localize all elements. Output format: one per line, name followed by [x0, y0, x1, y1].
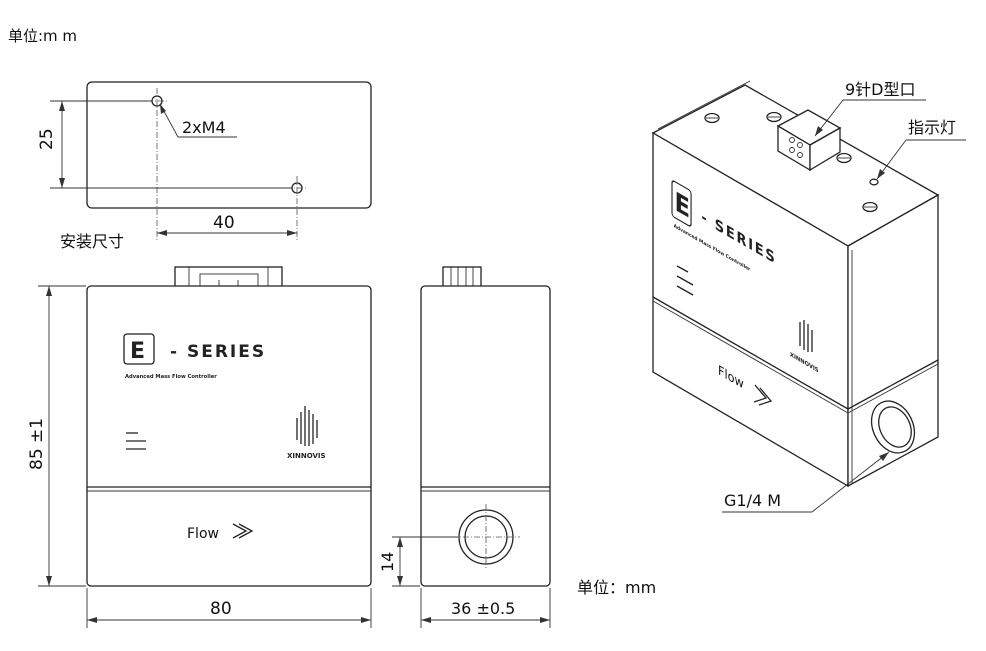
dim25-arrow-bottom [59, 178, 65, 188]
iso-indicator-light [869, 178, 879, 186]
dim40-arrow-left [157, 230, 167, 236]
front-body-outline [86, 285, 372, 587]
unit-label-bottom: 单位：mm [577, 578, 656, 597]
dim40-arrow-right [287, 230, 297, 236]
iso-series-letter: E [675, 186, 690, 225]
front-logo-frame [123, 333, 155, 365]
front-flow-label: Flow [187, 526, 219, 542]
iso-port-leader [811, 451, 890, 513]
front-flow-arrow-icon [232, 523, 254, 539]
isometric-view: E - SERIES Advanced Mass Flow Controller… [651, 80, 966, 513]
mounting-width-dim: 40 [213, 213, 235, 233]
mounting-plate-outline [86, 81, 372, 209]
iso-vent [676, 285, 694, 296]
front-subtitle: Advanced Mass Flow Controller [125, 374, 217, 380]
hole-label: 2xM4 [182, 118, 226, 137]
iso-connector-label: 9针D型口 [845, 80, 916, 99]
iso-port-label: G1/4 M [724, 491, 781, 510]
unit-label-top: 单位:m m [8, 27, 77, 45]
dim85-arrow-bottom [46, 576, 52, 586]
iso-side-face [847, 193, 939, 488]
iso-port-leader-arrow [879, 452, 889, 461]
iso-indicator-label: 指示灯 [908, 118, 956, 137]
dim14-arrow-top [397, 537, 403, 547]
iso-indicator-leader-arrow [877, 169, 885, 179]
front-series-text: - SERIES [170, 342, 266, 362]
iso-split-line [652, 296, 939, 410]
mounting-height-dim: 25 [37, 128, 57, 150]
front-brand-text: XINNOVIS [287, 452, 326, 460]
iso-split-line-inner [652, 300, 939, 414]
side-connector-body [442, 266, 482, 288]
mounting-caption: 安装尺寸 [60, 232, 124, 251]
m4-leader-arrow [160, 104, 166, 114]
iso-vent [676, 275, 694, 286]
iso-screw-icon [862, 201, 878, 213]
front-connector-body [174, 266, 283, 288]
dim36-arrow-right [540, 617, 550, 623]
dim25-arrow-top [59, 101, 65, 111]
iso-logo-frame [671, 180, 692, 227]
front-series-letter: E [130, 339, 145, 364]
side-port-height-dim: 14 [378, 552, 397, 572]
dim80-arrow-left [87, 617, 97, 623]
iso-brand-mark-icon [799, 320, 813, 352]
side-body-outline [420, 285, 551, 587]
front-height-dim: 85 ±1 [27, 418, 47, 470]
dim85-arrow-top [46, 286, 52, 296]
dim14-arrow-bottom [397, 576, 403, 586]
mounting-view: 25 40 2xM4 安装尺寸 [37, 81, 372, 251]
iso-screw-icon [766, 111, 782, 123]
iso-vent [676, 265, 689, 273]
dim80-arrow-right [361, 617, 371, 623]
iso-bevel-edge [657, 80, 751, 130]
front-width-dim: 80 [210, 599, 232, 619]
iso-screw-icon [836, 152, 852, 164]
side-width-dim: 36 ±0.5 [451, 599, 515, 618]
iso-dsub-connector [776, 109, 842, 172]
front-brand-mark-icon [296, 406, 318, 446]
side-view: 14 36 ±0.5 [378, 266, 551, 628]
iso-port-outer [870, 400, 916, 454]
iso-port-inner [878, 406, 912, 448]
iso-flow-arrow-icon [753, 384, 773, 406]
iso-screw-icon [704, 112, 720, 124]
dim36-arrow-left [421, 617, 431, 623]
iso-connector-leader-arrow [815, 126, 823, 136]
front-view: E - SERIES Advanced Mass Flow Controller… [27, 266, 372, 628]
